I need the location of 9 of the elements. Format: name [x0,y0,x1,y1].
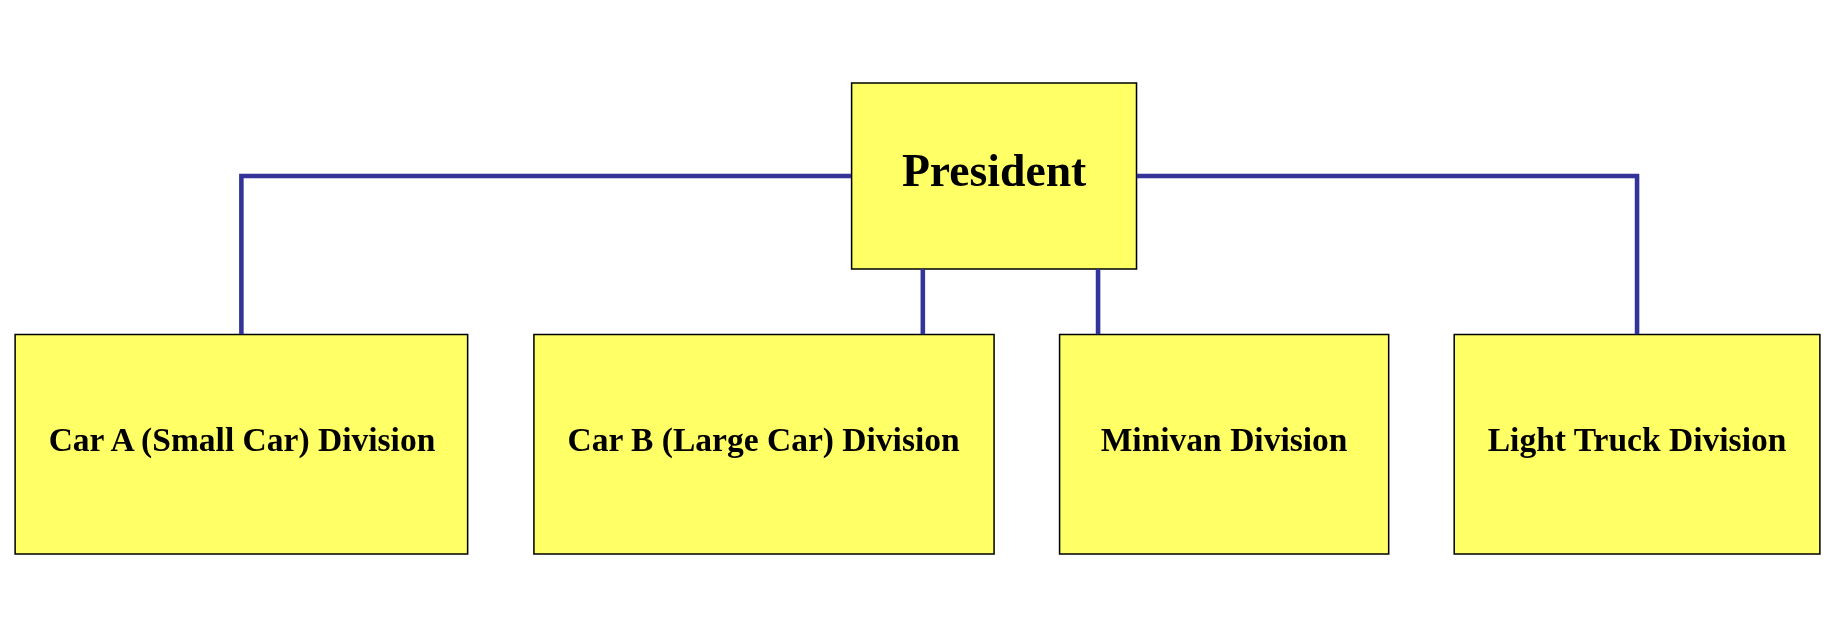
node-box: Car A (Small Car) Division [14,333,469,555]
node-box: President [850,82,1138,270]
connector [920,269,926,335]
node-box: Light Truck Division [1453,333,1821,555]
connector [1136,173,1640,335]
connector [239,173,852,335]
node-box: Car B (Large Car) Division [533,333,995,555]
connector [1095,269,1101,335]
node-box: Minivan Division [1058,333,1390,555]
